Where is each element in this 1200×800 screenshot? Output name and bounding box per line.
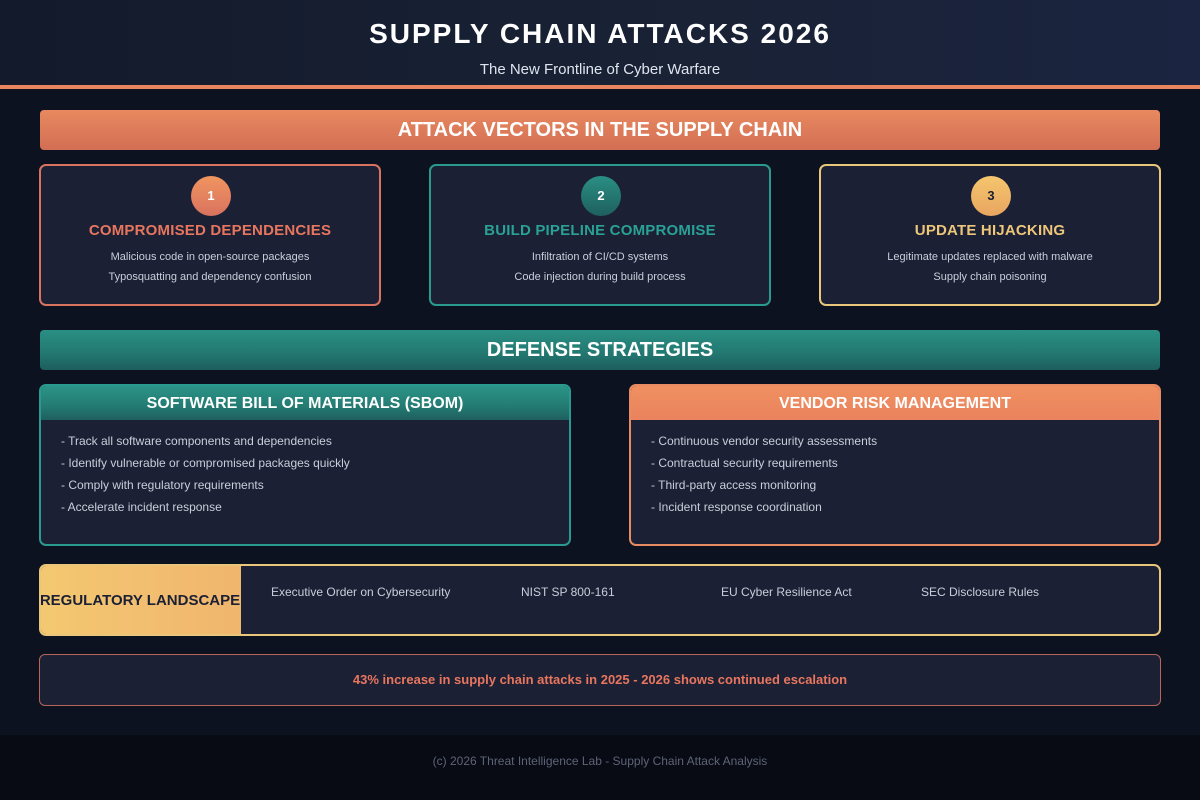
sbom-panel-title: SOFTWARE BILL OF MATERIALS (SBOM) xyxy=(41,386,569,420)
page-header: SUPPLY CHAIN ATTACKS 2026 The New Frontl… xyxy=(0,0,1200,85)
number-badge: 1 xyxy=(191,176,231,216)
vector-detail: Infiltration of CI/CD systems xyxy=(531,251,669,263)
list-item: - Contractual security requirements xyxy=(651,456,838,470)
regulatory-label: REGULATORY LANDSCAPE xyxy=(41,566,241,634)
number-badge: 2 xyxy=(581,176,621,216)
page-title: SUPPLY CHAIN ATTACKS 2026 xyxy=(369,18,831,49)
attack-vectors-banner: ATTACK VECTORS IN THE SUPPLY CHAIN xyxy=(40,110,1160,150)
defense-strategies-banner: DEFENSE STRATEGIES xyxy=(40,330,1160,370)
regulation-item: Executive Order on Cybersecurity xyxy=(271,585,451,599)
list-item: - Incident response coordination xyxy=(651,500,822,514)
header-divider xyxy=(0,85,1200,89)
number-badge: 3 xyxy=(971,176,1011,216)
list-item: - Continuous vendor security assessments xyxy=(651,434,878,448)
vector-detail: Malicious code in open-source packages xyxy=(110,251,310,263)
page-subtitle: The New Frontline of Cyber Warfare xyxy=(479,61,721,78)
regulation-item: SEC Disclosure Rules xyxy=(921,585,1040,599)
vector-title: COMPROMISED DEPENDENCIES xyxy=(88,222,332,239)
vector-card-build-pipeline: 2 BUILD PIPELINE COMPROMISE Infiltration… xyxy=(429,164,771,306)
regulation-item: NIST SP 800-161 xyxy=(521,585,615,599)
sbom-panel: SOFTWARE BILL OF MATERIALS (SBOM) - Trac… xyxy=(39,384,571,546)
vector-title: UPDATE HIJACKING xyxy=(914,222,1066,239)
regulatory-landscape-bar: REGULATORY LANDSCAPE Executive Order on … xyxy=(39,564,1161,636)
list-item: - Third-party access monitoring xyxy=(651,478,817,492)
vector-card-update-hijacking: 3 UPDATE HIJACKING Legitimate updates re… xyxy=(819,164,1161,306)
footer: (c) 2026 Threat Intelligence Lab - Suppl… xyxy=(0,735,1200,800)
vendor-risk-panel: VENDOR RISK MANAGEMENT - Continuous vend… xyxy=(629,384,1161,546)
vector-detail: Supply chain poisoning xyxy=(933,271,1047,283)
vector-detail: Code injection during build process xyxy=(514,271,686,283)
vector-detail: Typosquatting and dependency confusion xyxy=(108,271,312,283)
sbom-list: - Track all software components and depe… xyxy=(41,420,569,522)
statistic-callout: 43% increase in supply chain attacks in … xyxy=(39,654,1161,706)
vector-card-compromised-dependencies: 1 COMPROMISED DEPENDENCIES Malicious cod… xyxy=(39,164,381,306)
vendor-list: - Continuous vendor security assessments… xyxy=(631,420,1159,522)
vector-title: BUILD PIPELINE COMPROMISE xyxy=(484,222,716,239)
list-item: - Accelerate incident response xyxy=(61,500,222,514)
list-item: - Comply with regulatory requirements xyxy=(61,478,264,492)
list-item: - Identify vulnerable or compromised pac… xyxy=(61,456,350,470)
vector-detail: Legitimate updates replaced with malware xyxy=(887,251,1093,263)
regulation-item: EU Cyber Resilience Act xyxy=(721,585,852,599)
vendor-panel-title: VENDOR RISK MANAGEMENT xyxy=(631,386,1159,420)
list-item: - Track all software components and depe… xyxy=(61,434,332,448)
